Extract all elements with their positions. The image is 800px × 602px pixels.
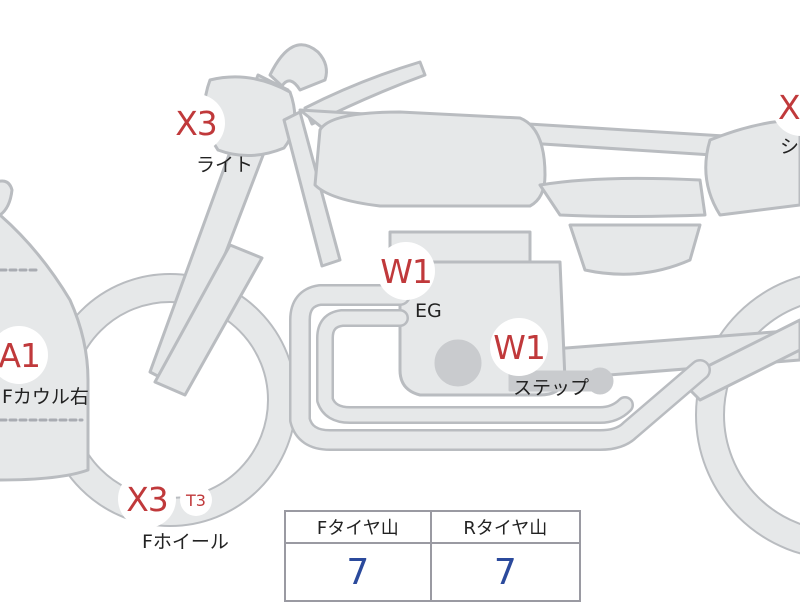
front-tire-value: 7: [284, 542, 432, 602]
front-wheel-sub-code: T3: [180, 484, 212, 516]
engine-label: EG: [415, 300, 442, 322]
fuel-tank-shape: [313, 110, 547, 208]
cowl-shape: [0, 179, 90, 482]
step-label: ステップ: [513, 377, 590, 399]
light-label: ライト: [196, 154, 254, 176]
step-damage-code: W1: [490, 318, 548, 376]
front-wheel-label: Fホイール: [142, 531, 229, 553]
seat-label: シ: [780, 136, 800, 158]
light-damage-code: X3: [167, 94, 225, 152]
seat-shape: [704, 118, 800, 217]
front-wheel-damage-code: X3: [118, 470, 176, 528]
cowl-right-damage-code: A1: [0, 326, 48, 384]
cowl-right-label: Fカウル右: [2, 386, 89, 408]
tire-tread-table: Fタイヤ山 Rタイヤ山 7 7: [284, 510, 582, 602]
front-tire-header: Fタイヤ山: [284, 510, 432, 544]
rear-tire-header: Rタイヤ山: [429, 510, 582, 544]
handlebar-shape: [268, 43, 328, 92]
engine-damage-code: W1: [377, 242, 435, 300]
rear-tire-value: 7: [429, 542, 582, 602]
